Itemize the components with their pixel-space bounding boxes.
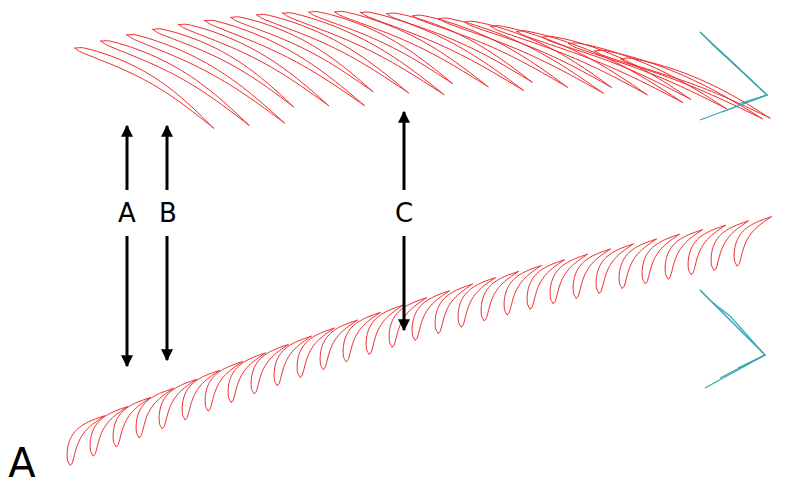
wing-trace [550, 254, 588, 304]
wing-trace [568, 43, 727, 109]
wing-trace [594, 50, 762, 119]
wing-trace [642, 234, 680, 284]
wing-trace [256, 14, 408, 93]
callout-letter: B [157, 199, 179, 227]
wing-trace [620, 58, 770, 118]
panel-letter: A [6, 442, 37, 484]
wing-trace [67, 11, 772, 465]
wing-trace [386, 13, 532, 82]
wing-trace [435, 284, 473, 334]
wing-trace [282, 13, 444, 95]
wing-trace [74, 48, 214, 129]
wing-trace [230, 17, 373, 92]
wing-trace [438, 18, 603, 93]
callout-letter: A [116, 199, 138, 227]
wing-trace [126, 35, 284, 124]
wing-trace [734, 217, 772, 267]
wing-trace [596, 244, 634, 294]
pointer-arrow [127, 112, 404, 366]
wing-trace [619, 239, 657, 289]
wing-trace [665, 230, 703, 280]
wing-trace [573, 249, 611, 299]
wing-trace [490, 26, 647, 95]
callout-letter: C [393, 199, 415, 227]
wing-trace [178, 24, 329, 106]
wing-trace [504, 265, 542, 315]
body-stick-figure [700, 32, 767, 388]
wing-trace [360, 12, 524, 91]
wing-trace [527, 260, 565, 310]
wing-trace [481, 271, 519, 321]
wing-trace [204, 20, 364, 105]
wing-trace [688, 225, 726, 275]
wing-trace [516, 31, 683, 103]
wing-trace [458, 278, 496, 328]
wing-trace [711, 221, 749, 271]
